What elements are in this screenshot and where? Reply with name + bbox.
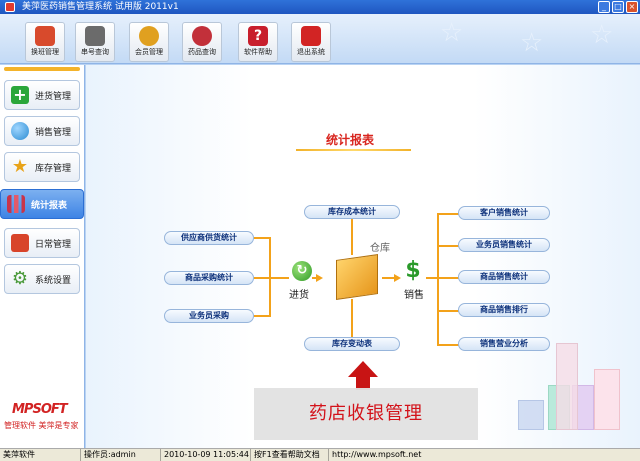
window-controls: _ □ × — [598, 1, 638, 13]
exit-system-button[interactable]: 退出系统 — [291, 22, 331, 62]
watermark-banner: 药店收银管理 — [254, 388, 478, 440]
connector-line — [437, 213, 439, 345]
sidebar-item-inventory[interactable]: ★ 库存管理 — [4, 152, 80, 182]
minimize-button[interactable]: _ — [598, 1, 610, 13]
inbound-label: 进货 — [289, 290, 309, 301]
product-sales-ranking-button[interactable]: 商品销售排行 — [458, 303, 550, 317]
magnify-icon — [192, 26, 212, 46]
title-bar: 美萍医药销售管理系统 试用版 2011v1 _ □ × — [0, 0, 640, 14]
bar-chart-icon — [7, 195, 25, 213]
sidebar: + 进货管理 销售管理 ★ 库存管理 统计报表 日常管理 ⚙ 系统设置 MPSO… — [0, 65, 85, 448]
title-underline — [296, 149, 411, 151]
close-button[interactable]: × — [626, 1, 638, 13]
status-url: http://www.mpsoft.net — [328, 449, 640, 461]
serial-query-button[interactable]: 串号查询 — [75, 22, 115, 62]
connector-line — [437, 213, 459, 215]
sidebar-accent-bar — [4, 67, 80, 71]
decorative-bar-icon — [594, 369, 620, 430]
up-arrow-icon — [356, 376, 370, 390]
star-decoration-icon: ☆ — [590, 20, 614, 50]
salesman-purchase-button[interactable]: 业务员采购 — [164, 309, 254, 323]
sidebar-item-sales[interactable]: 销售管理 — [4, 116, 80, 146]
status-help: 按F1查看帮助文档 — [250, 449, 328, 461]
star-icon: ★ — [11, 156, 29, 177]
connector-line — [351, 219, 353, 255]
sales-business-analysis-button[interactable]: 销售营业分析 — [458, 337, 550, 351]
sidebar-slogan: 管理软件 美萍是专家 — [4, 421, 79, 430]
member-manage-button[interactable]: 会员管理 — [129, 22, 169, 62]
product-sales-stats-button[interactable]: 商品销售统计 — [458, 270, 550, 284]
connector-line — [382, 277, 396, 279]
plus-icon: + — [11, 86, 29, 104]
reports-panel: 统计报表 供应商供货统计 商品采购统计 业务员采购 ↻ 进货 库存成本统计 库存… — [86, 65, 640, 448]
connector-line — [269, 277, 289, 279]
inbound-arrow-icon: ↻ — [292, 261, 312, 281]
connector-line — [437, 344, 459, 346]
connector-line — [254, 277, 270, 279]
members-icon — [139, 26, 159, 46]
arrow-right-icon — [316, 274, 323, 282]
sidebar-item-settings[interactable]: ⚙ 系统设置 — [4, 264, 80, 294]
supplier-supply-stats-button[interactable]: 供应商供货统计 — [164, 231, 254, 245]
sidebar-item-daily[interactable]: 日常管理 — [4, 228, 80, 258]
connector-line — [254, 237, 270, 239]
gear-icon: ⚙ — [11, 268, 29, 289]
star-decoration-icon: ☆ — [520, 28, 544, 58]
page-title: 统计报表 — [326, 133, 375, 147]
status-app: 美萍软件 — [3, 450, 35, 459]
shift-manage-button[interactable]: 换班管理 — [25, 22, 65, 62]
connector-line — [351, 299, 353, 337]
sidebar-item-reports[interactable]: 统计报表 — [0, 189, 84, 219]
connector-line — [426, 277, 438, 279]
toolbar: ☆ ☆ ☆ 换班管理 串号查询 会员管理 药品查询 ? 软件帮助 退出系统 — [0, 14, 640, 64]
warehouse-label: 仓库 — [370, 243, 390, 254]
help-icon: ? — [248, 26, 268, 46]
connector-line — [437, 310, 459, 312]
barcode-search-icon — [85, 26, 105, 46]
up-arrow-icon — [348, 361, 378, 377]
connector-line — [312, 277, 318, 279]
star-decoration-icon: ☆ — [440, 18, 464, 48]
drug-query-button[interactable]: 药品查询 — [182, 22, 222, 62]
status-bar: 美萍软件 操作员:admin 2010-10-09 11:05:44 按F1查看… — [0, 448, 640, 461]
connector-line — [254, 315, 270, 317]
decorative-bar-icon — [556, 343, 578, 430]
connector-line — [437, 277, 459, 279]
calendar-icon — [11, 234, 29, 252]
status-operator: 操作员:admin — [80, 449, 160, 461]
decorative-bar-icon — [518, 400, 544, 430]
software-help-button[interactable]: ? 软件帮助 — [238, 22, 278, 62]
exit-icon — [301, 26, 321, 46]
salesman-sales-stats-button[interactable]: 业务员销售统计 — [458, 238, 550, 252]
warehouse-box-icon — [336, 254, 378, 300]
dollar-icon: $ — [405, 258, 421, 283]
customer-sales-stats-button[interactable]: 客户销售统计 — [458, 206, 550, 220]
connector-line — [437, 245, 459, 247]
sales-label: 销售 — [404, 290, 424, 301]
user-swap-icon — [35, 26, 55, 46]
mpsoft-logo: MPSOFT — [12, 402, 68, 417]
maximize-button[interactable]: □ — [612, 1, 624, 13]
globe-icon — [11, 122, 29, 140]
app-icon — [5, 2, 15, 12]
window-title: 美萍医药销售管理系统 试用版 2011v1 — [22, 2, 179, 12]
sidebar-item-purchase[interactable]: + 进货管理 — [4, 80, 80, 110]
inventory-cost-stats-button[interactable]: 库存成本统计 — [304, 205, 400, 219]
product-purchase-stats-button[interactable]: 商品采购统计 — [164, 271, 254, 285]
inventory-change-table-button[interactable]: 库存变动表 — [304, 337, 400, 351]
status-datetime: 2010-10-09 11:05:44 — [160, 449, 250, 461]
arrow-right-icon — [394, 274, 401, 282]
